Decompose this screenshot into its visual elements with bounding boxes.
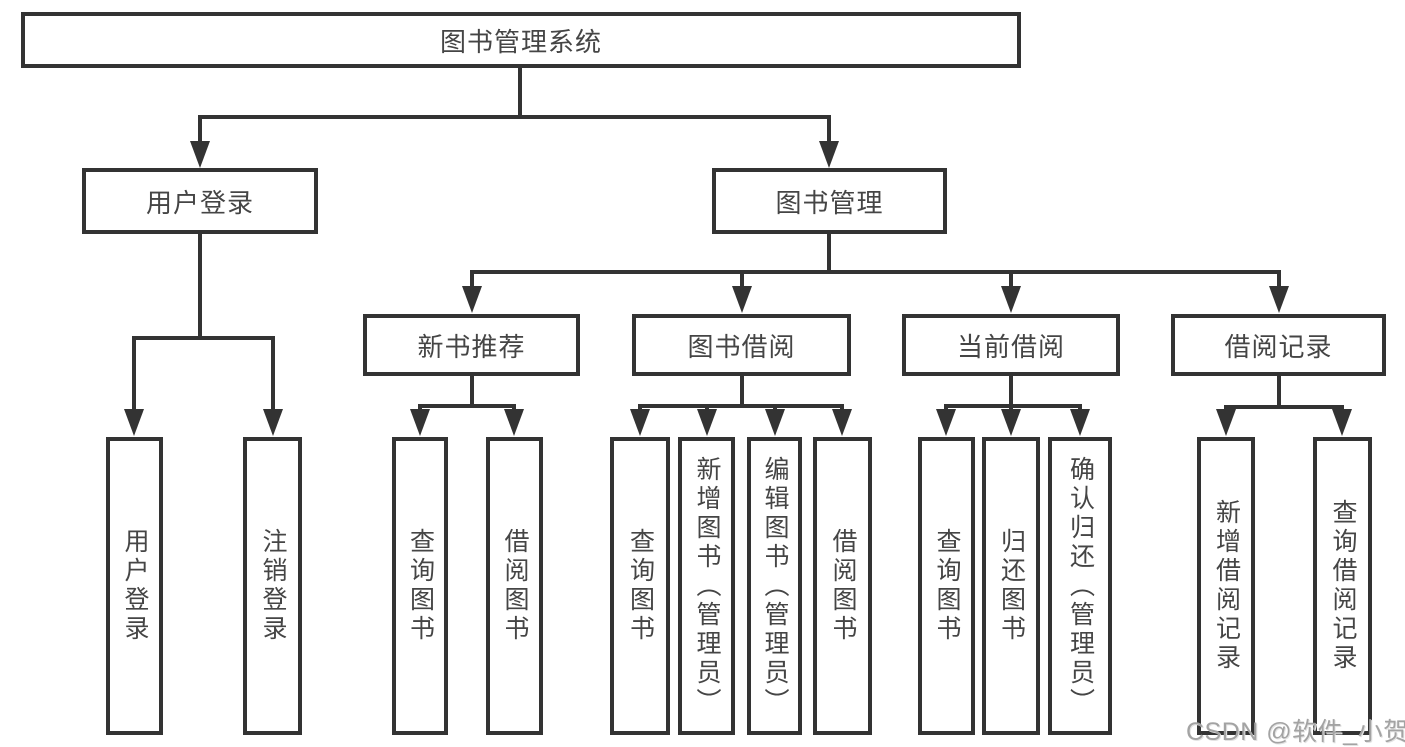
leaf-edit-books-admin: 编辑图书（管理员） [747, 437, 802, 735]
leaf-label: 查询图书 [626, 528, 655, 644]
node-user-login: 用户登录 [82, 168, 318, 234]
leaf-label: 新增图书（管理员） [693, 455, 721, 717]
leaf-label: 借阅图书 [829, 528, 857, 644]
node-label: 图书借阅 [687, 331, 796, 362]
leaf-label: 查询图书 [933, 528, 961, 644]
node-label: 用户登录 [145, 187, 254, 218]
leaf-label: 查询借阅记录 [1329, 499, 1357, 673]
leaf-label: 注销登录 [259, 528, 287, 644]
leaf-borrow-books: 借阅图书 [813, 437, 872, 735]
leaf-label: 借阅图书 [501, 528, 529, 644]
leaf-query-books: 查询图书 [610, 437, 670, 735]
node-library-management-system: 图书管理系统 [21, 12, 1021, 68]
csdn-watermark: CSDN @软件_小贺同学 [1186, 718, 1405, 746]
leaf-label: 归还图书 [997, 528, 1026, 644]
leaf-query-books: 查询图书 [392, 437, 448, 735]
leaf-query-borrow-record: 查询借阅记录 [1313, 437, 1372, 735]
node-label: 借阅记录 [1224, 331, 1333, 362]
leaf-confirm-return-admin: 确认归还（管理员） [1048, 437, 1112, 735]
node-current-borrowing: 当前借阅 [902, 314, 1120, 376]
leaf-label: 用户登录 [121, 528, 149, 644]
node-label: 当前借阅 [956, 331, 1065, 362]
leaf-borrow-books: 借阅图书 [486, 437, 543, 735]
leaf-query-books: 查询图书 [918, 437, 975, 735]
leaf-label: 新增借阅记录 [1212, 499, 1241, 673]
node-borrowing-records: 借阅记录 [1171, 314, 1386, 376]
node-label: 图书管理系统 [439, 26, 602, 57]
leaf-label: 编辑图书（管理员） [761, 455, 789, 717]
node-book-borrowing: 图书借阅 [632, 314, 851, 376]
leaf-logout-login: 注销登录 [243, 437, 302, 735]
leaf-user-login: 用户登录 [106, 437, 163, 735]
leaf-label: 查询图书 [406, 528, 435, 644]
node-label: 新书推荐 [417, 331, 526, 362]
leaf-return-books: 归还图书 [982, 437, 1040, 735]
leaf-add-borrow-record: 新增借阅记录 [1197, 437, 1255, 735]
leaf-add-books-admin: 新增图书（管理员） [678, 437, 735, 735]
leaf-label: 确认归还（管理员） [1066, 455, 1095, 717]
node-label: 图书管理 [775, 187, 884, 218]
node-book-management: 图书管理 [712, 168, 947, 234]
node-new-book-recommendation: 新书推荐 [363, 314, 580, 376]
